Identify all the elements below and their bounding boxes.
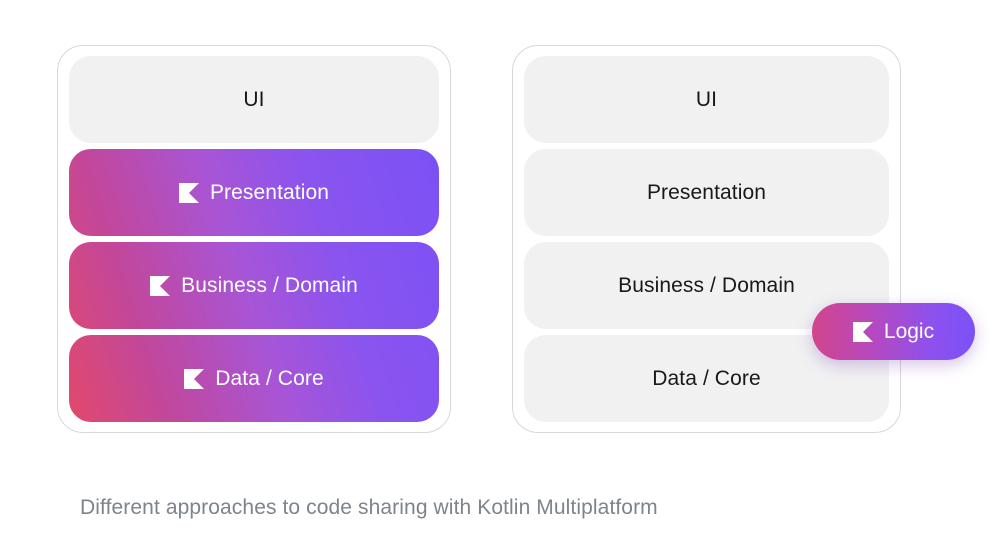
layer-row-content: Data / Core	[184, 366, 324, 391]
gradient-fill	[69, 242, 439, 329]
layer-label: Data / Core	[215, 366, 324, 390]
panel-shared-logic-and-presentation: UI Presentation	[57, 45, 451, 433]
layer-row-content: Data / Core	[652, 367, 760, 391]
layer-row-content: Business / Domain	[618, 274, 795, 298]
layer-row-content: Business / Domain	[150, 274, 358, 298]
gradient-fill	[69, 335, 439, 422]
layer-row-content: Presentation	[178, 180, 330, 205]
gradient-fill	[69, 149, 439, 236]
layer-row-presentation: Presentation	[69, 149, 439, 236]
layer-stack-left: UI Presentation	[69, 56, 439, 422]
diagram-caption: Different approaches to code sharing wit…	[80, 496, 658, 519]
kotlin-icon	[178, 182, 199, 203]
layer-label: Business / Domain	[181, 273, 358, 297]
layer-row-data-core: Data / Core	[69, 335, 439, 422]
layer-label: Data / Core	[652, 366, 761, 390]
layer-row-presentation: Presentation	[524, 149, 889, 236]
layer-label: Presentation	[209, 180, 330, 204]
panel-shared-logic-only: UI Presentation Business / Domain Data /…	[512, 45, 901, 433]
layer-label: UI	[243, 87, 265, 111]
layer-label: Presentation	[646, 180, 767, 204]
kotlin-icon	[150, 275, 171, 296]
layer-row-content: UI	[243, 88, 264, 112]
kotlin-icon	[184, 368, 205, 389]
layer-row-content: Presentation	[647, 181, 766, 205]
logic-badge-label: Logic	[883, 319, 935, 343]
logic-badge: Logic	[812, 303, 975, 360]
layer-row-business-domain: Business / Domain	[69, 242, 439, 329]
layer-stack-right: UI Presentation Business / Domain Data /…	[524, 56, 889, 422]
layer-row-content: UI	[696, 88, 717, 112]
layer-label: UI	[695, 87, 718, 111]
layer-row-ui: UI	[69, 56, 439, 143]
layer-row-ui: UI	[524, 56, 889, 143]
layer-label: Business / Domain	[618, 273, 795, 297]
kotlin-icon	[852, 321, 873, 342]
